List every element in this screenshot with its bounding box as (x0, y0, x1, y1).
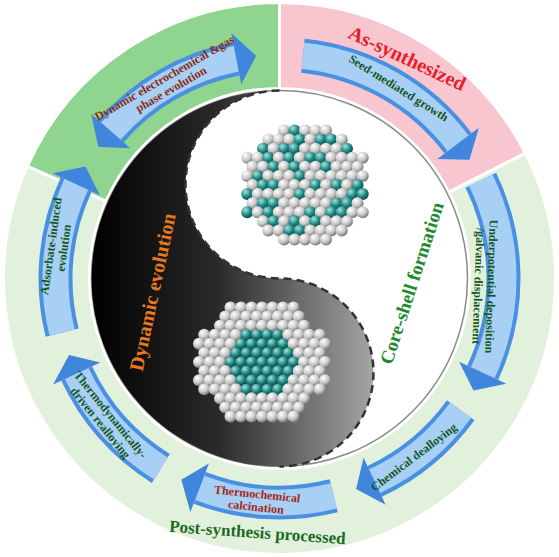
atom-sphere (310, 234, 322, 246)
atom-sphere (320, 234, 332, 246)
arrow-head (459, 362, 506, 391)
atom-sphere (235, 411, 247, 423)
stage-arrow: Underpotential deposition /galvanic disp… (469, 212, 501, 361)
atom-sphere (256, 411, 268, 423)
atom-sphere (267, 411, 279, 423)
arrow-head (53, 167, 100, 196)
ring-sector (3, 153, 555, 554)
yin-yang-light (92, 91, 468, 467)
atom-sphere (278, 234, 290, 246)
atom-sphere (357, 206, 369, 218)
atom-sphere (277, 411, 289, 423)
stage-text: Underpotential deposition /galvanic disp… (469, 212, 501, 361)
atom-sphere (241, 206, 253, 218)
atom-sphere (314, 383, 326, 395)
atom-sphere (289, 234, 301, 246)
atom-sphere (198, 383, 210, 395)
atom-sphere (262, 224, 274, 236)
atom-sphere (246, 411, 258, 423)
yin-yang-dark (92, 91, 374, 467)
arrow-head (181, 463, 209, 512)
atom-sphere (225, 411, 237, 423)
atom-sphere (288, 411, 300, 423)
atom-sphere (299, 234, 311, 246)
dashed-divider (185, 91, 373, 467)
arrow-head (437, 128, 478, 160)
atom-sphere (336, 224, 348, 236)
